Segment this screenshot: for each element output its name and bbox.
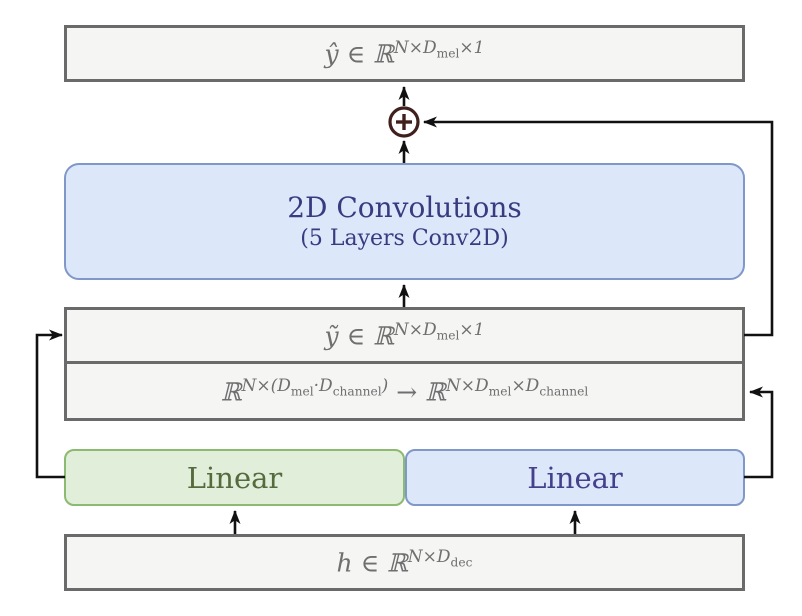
linear-left-label: Linear xyxy=(186,460,283,495)
linear-right-label: Linear xyxy=(527,460,623,495)
linear-left-box: Linear xyxy=(64,449,405,506)
conv2d-title: 2D Convolutions xyxy=(287,190,522,224)
ytilde-formula: ỹ ∈ ℝN×Dmel×1 xyxy=(324,320,485,351)
input-box: h ∈ ℝN×Ddec xyxy=(64,534,745,591)
reshape-box: ℝN×(Dmel·Dchannel) → ℝN×Dmel×Dchannel xyxy=(64,361,745,421)
linear-right-box: Linear xyxy=(405,449,745,506)
skip-ytilde-to-add xyxy=(423,116,774,337)
output-box: ŷ ∈ ℝN×Dmel×1 xyxy=(64,25,745,82)
input-formula: h ∈ ℝN×Ddec xyxy=(336,547,473,578)
skip-linear-left-to-ytilde xyxy=(35,329,65,479)
conv2d-subtitle: (5 Layers Conv2D) xyxy=(300,225,509,251)
conv2d-box: 2D Convolutions (5 Layers Conv2D) xyxy=(64,163,745,280)
reshape-formula: ℝN×(Dmel·Dchannel) → ℝN×Dmel×Dchannel xyxy=(220,375,589,407)
output-formula: ŷ ∈ ℝN×Dmel×1 xyxy=(324,38,485,69)
skip-linear-right-to-reshape xyxy=(744,386,774,479)
add-node xyxy=(388,106,420,138)
